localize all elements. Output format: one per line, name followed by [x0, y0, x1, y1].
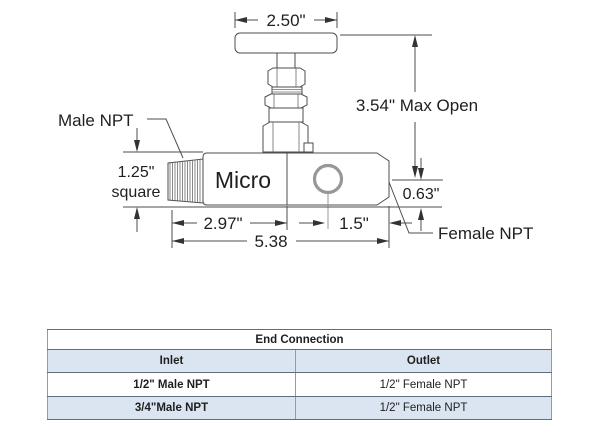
arrow-left-icon [235, 17, 247, 23]
arrow-left-icon [172, 220, 184, 226]
arrow-left-icon [389, 220, 401, 226]
valve-body: Micro [202, 152, 390, 229]
dim-max-open: 3.54" Max Open [340, 34, 478, 178]
table-row: 3/4"Male NPT 1/2" Female NPT [47, 396, 553, 420]
inlet-cell: 3/4"Male NPT [47, 396, 296, 420]
dim-max-open-label: 3.54" Max Open [356, 96, 478, 115]
arrow-down-icon [134, 140, 140, 152]
dim-overall-length: 5.38 [172, 206, 390, 251]
dim-handle-width: 2.50" [234, 11, 338, 30]
arrow-right-icon [325, 17, 337, 23]
arrow-right-icon [377, 238, 389, 244]
table-title-row: End Connection [46, 329, 553, 350]
male-npt-callout: Male NPT [58, 111, 184, 159]
outlet-cell: 1/2" Female NPT [294, 396, 553, 420]
arrow-left-icon [172, 238, 184, 244]
female-npt-callout: Female NPT [388, 181, 533, 243]
female-npt-label: Female NPT [438, 224, 533, 243]
table-row: 1/2" Male NPT 1/2" Female NPT [47, 372, 553, 397]
dim-outlet-offset: 0.63" [392, 158, 443, 231]
dim-handle-width-label: 2.50" [266, 11, 305, 30]
dim-outlet-offset-label: 0.63" [403, 186, 440, 203]
dim-square: 1.25" square [112, 128, 203, 232]
arrow-up-icon [134, 207, 140, 219]
male-npt-threads [167, 158, 204, 204]
column-header-inlet: Inlet [47, 349, 296, 373]
valve-handle [234, 32, 338, 54]
male-npt-label: Male NPT [58, 111, 134, 130]
arrow-up-icon [418, 208, 424, 220]
dim-overall-length-label: 5.38 [254, 232, 287, 251]
gauge-port-circle [312, 163, 344, 195]
dim-inlet-length-label: 2.97" [203, 214, 242, 233]
dim-square-unit: square [112, 184, 161, 201]
dim-square-value: 1.25" [118, 164, 155, 181]
outlet-cell: 1/2" Female NPT [294, 372, 553, 397]
valve-dimension-diagram: 2.50" [58, 11, 533, 251]
dim-outlet-to-end: 1.5" [299, 214, 412, 233]
arrow-up-icon [412, 35, 418, 47]
valve-stem-assembly [262, 52, 314, 153]
column-header-outlet: Outlet [294, 349, 553, 373]
arrow-down-icon [412, 166, 418, 178]
body-brand-label: Micro [215, 167, 271, 193]
table-header-row: Inlet Outlet [47, 349, 553, 373]
dim-inlet-length: 2.97" [171, 206, 288, 248]
arrow-right-icon [313, 220, 325, 226]
table-title: End Connection [46, 329, 553, 350]
end-connection-table: End Connection Inlet Outlet 1/2" Male NP… [46, 329, 553, 420]
inlet-cell: 1/2" Male NPT [47, 372, 296, 397]
arrow-down-icon [418, 168, 424, 180]
dim-outlet-to-end-label: 1.5" [339, 214, 369, 233]
arrow-right-icon [275, 220, 287, 226]
